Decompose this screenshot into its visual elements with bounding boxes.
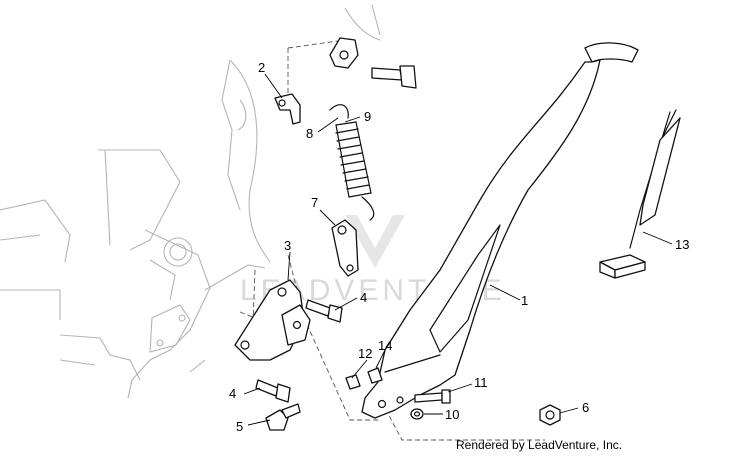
callout-4-lower: 4: [229, 386, 236, 401]
callout-10: 10: [445, 407, 459, 422]
part-stand-extension: [599, 109, 681, 279]
part-pin-14: [367, 367, 383, 384]
callout-14: 14: [378, 338, 392, 353]
part-side-stand: [361, 42, 639, 419]
credit-text: Rendered by LeadVenture, Inc.: [456, 438, 622, 452]
part-bolt-4-lower: [255, 379, 291, 403]
leader-lines: [243, 73, 673, 426]
callout-12: 12: [358, 346, 372, 361]
callout-7: 7: [311, 195, 318, 210]
callout-13: 13: [675, 237, 689, 252]
part-bolt-4-upper: [305, 299, 343, 323]
callout-labels: 1 2 3 4 4 5 6 7 8 9 10 11 12 13 14: [229, 60, 689, 434]
callout-2: 2: [258, 60, 265, 75]
callout-4-upper: 4: [360, 290, 367, 305]
frame-ghost-outline: [0, 4, 381, 399]
callout-11: 11: [474, 375, 488, 390]
callout-8: 8: [306, 126, 313, 141]
part-mount-plate: [234, 279, 311, 361]
part-link-plate: [331, 219, 359, 277]
watermark-logo: [345, 215, 405, 268]
part-bracket-small: [274, 93, 301, 125]
part-bolt-11: [414, 389, 451, 404]
callout-3: 3: [284, 238, 291, 253]
callout-5: 5: [236, 419, 243, 434]
part-spring: [329, 104, 375, 221]
callout-1: 1: [521, 293, 528, 308]
part-nut-6: [539, 404, 561, 426]
part-screw-12: [345, 374, 361, 390]
callout-9: 9: [364, 109, 371, 124]
part-upper-bolt: [329, 37, 417, 89]
callout-6: 6: [582, 400, 589, 415]
part-bolt-5: [265, 403, 301, 431]
part-washer-10: [410, 408, 424, 420]
